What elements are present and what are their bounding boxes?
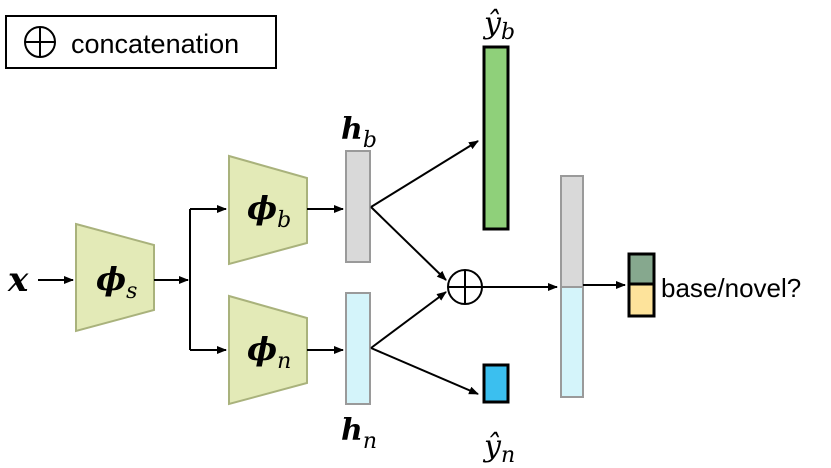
concatenated-vector	[560, 175, 584, 398]
base-feature-to-concat-arrow	[370, 206, 447, 281]
concatenated-base-part	[560, 175, 584, 288]
legend-text: concatenation	[71, 29, 239, 59]
base-feature-vector	[345, 150, 371, 263]
novel-encoder-label: ϕn	[247, 330, 291, 374]
base-feature-label: hb	[341, 112, 377, 153]
base-encoder-block	[228, 154, 308, 266]
novel-prediction-label: ŷn	[482, 429, 515, 468]
output-label: base/novel?	[661, 273, 801, 303]
concat-legend-icon	[24, 26, 56, 58]
novel-feature-label: hn	[341, 413, 377, 454]
novel-feature-to-concat-arrow	[370, 291, 447, 349]
concatenated-novel-part	[560, 286, 584, 398]
novel-encoder-block	[228, 294, 308, 406]
input-label: x	[7, 260, 29, 300]
novel-prediction-vector	[482, 363, 510, 404]
novel-feature-to-prediction-arrow	[370, 347, 479, 395]
novel-feature-vector	[345, 292, 371, 405]
output-novel-cell	[627, 282, 656, 318]
output-base-cell	[627, 252, 656, 286]
concat-operator-icon	[447, 269, 483, 305]
legend: concatenation	[5, 15, 277, 69]
base-encoder-label: ϕb	[247, 189, 291, 233]
output-vector	[627, 252, 656, 318]
base-prediction-vector	[482, 45, 510, 231]
base-prediction-label: ŷb	[482, 6, 515, 45]
shared-encoder-label: ϕs	[96, 260, 137, 304]
shared-encoder-block	[75, 222, 155, 333]
base-feature-to-prediction-arrow	[370, 140, 479, 208]
